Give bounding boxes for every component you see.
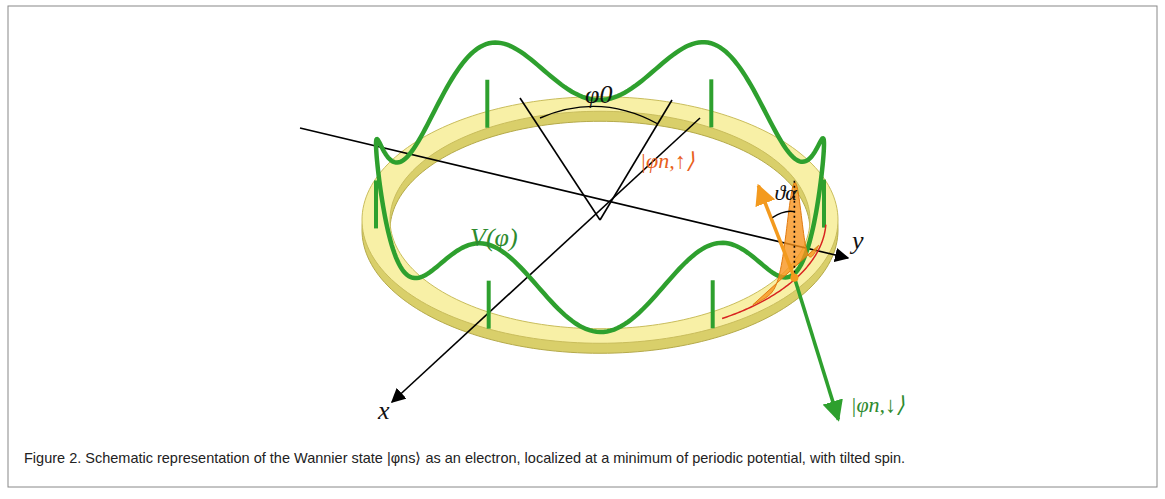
figure-caption: Figure 2. Schematic representation of th…	[24, 448, 1134, 468]
potential-post	[711, 280, 715, 328]
potential-post	[485, 80, 489, 128]
angle-arc	[540, 106, 658, 124]
potential-post	[709, 79, 713, 127]
potential-curve	[376, 42, 824, 332]
potential-post	[374, 180, 378, 228]
ring-top	[362, 97, 838, 344]
tilt-arc	[772, 211, 794, 217]
figure-frame	[8, 6, 1157, 487]
axis-label: y	[852, 228, 864, 254]
x-axis	[392, 118, 700, 402]
axis-label: x	[378, 398, 390, 424]
spin-down-arrow	[794, 278, 838, 420]
wannier-density	[753, 182, 819, 304]
angle-label: φ0	[585, 82, 612, 108]
ring-path	[722, 225, 826, 319]
angle-line	[520, 98, 600, 220]
tilt-angle-label: ϑα	[774, 182, 796, 204]
potential-label: V(φ)	[470, 225, 518, 251]
potential-post	[487, 281, 491, 329]
potential-post	[822, 180, 826, 228]
spin-up-label: |φn,↑⟩	[640, 150, 695, 172]
spin-down-label: |φn,↓⟩	[850, 394, 905, 416]
electron-dot	[790, 274, 798, 282]
